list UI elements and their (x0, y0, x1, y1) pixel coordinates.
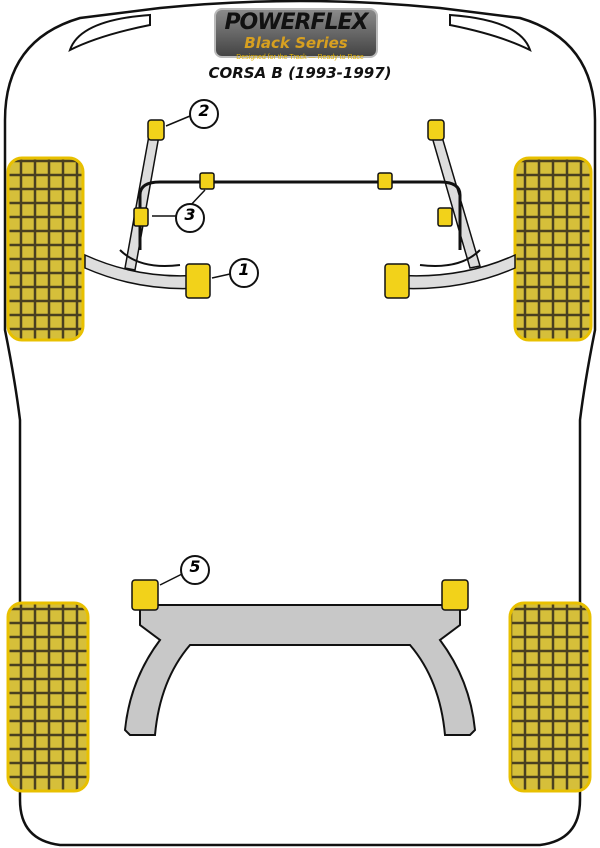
body-outline (3, 0, 597, 847)
bushes (131, 119, 469, 611)
powerflex-logo: POWERFLEX Black Series (214, 8, 378, 58)
left-headlight (68, 13, 151, 52)
callout-3: 3 (175, 203, 205, 233)
callout-1: 1 (229, 258, 259, 288)
tyres (6, 156, 593, 793)
leader-lines (152, 115, 231, 586)
front-subframe (119, 249, 481, 267)
model-title: CORSA B (1993-1997) (208, 64, 392, 82)
tagline: Designed for the Track — Ready to Race (236, 54, 364, 61)
brand-name: POWERFLEX (224, 10, 368, 35)
callout-2: 2 (189, 99, 219, 129)
right-headlight (449, 13, 532, 52)
rear-beam (123, 604, 477, 736)
callout-5: 5 (180, 555, 210, 585)
brand-series: Black Series (244, 34, 348, 52)
